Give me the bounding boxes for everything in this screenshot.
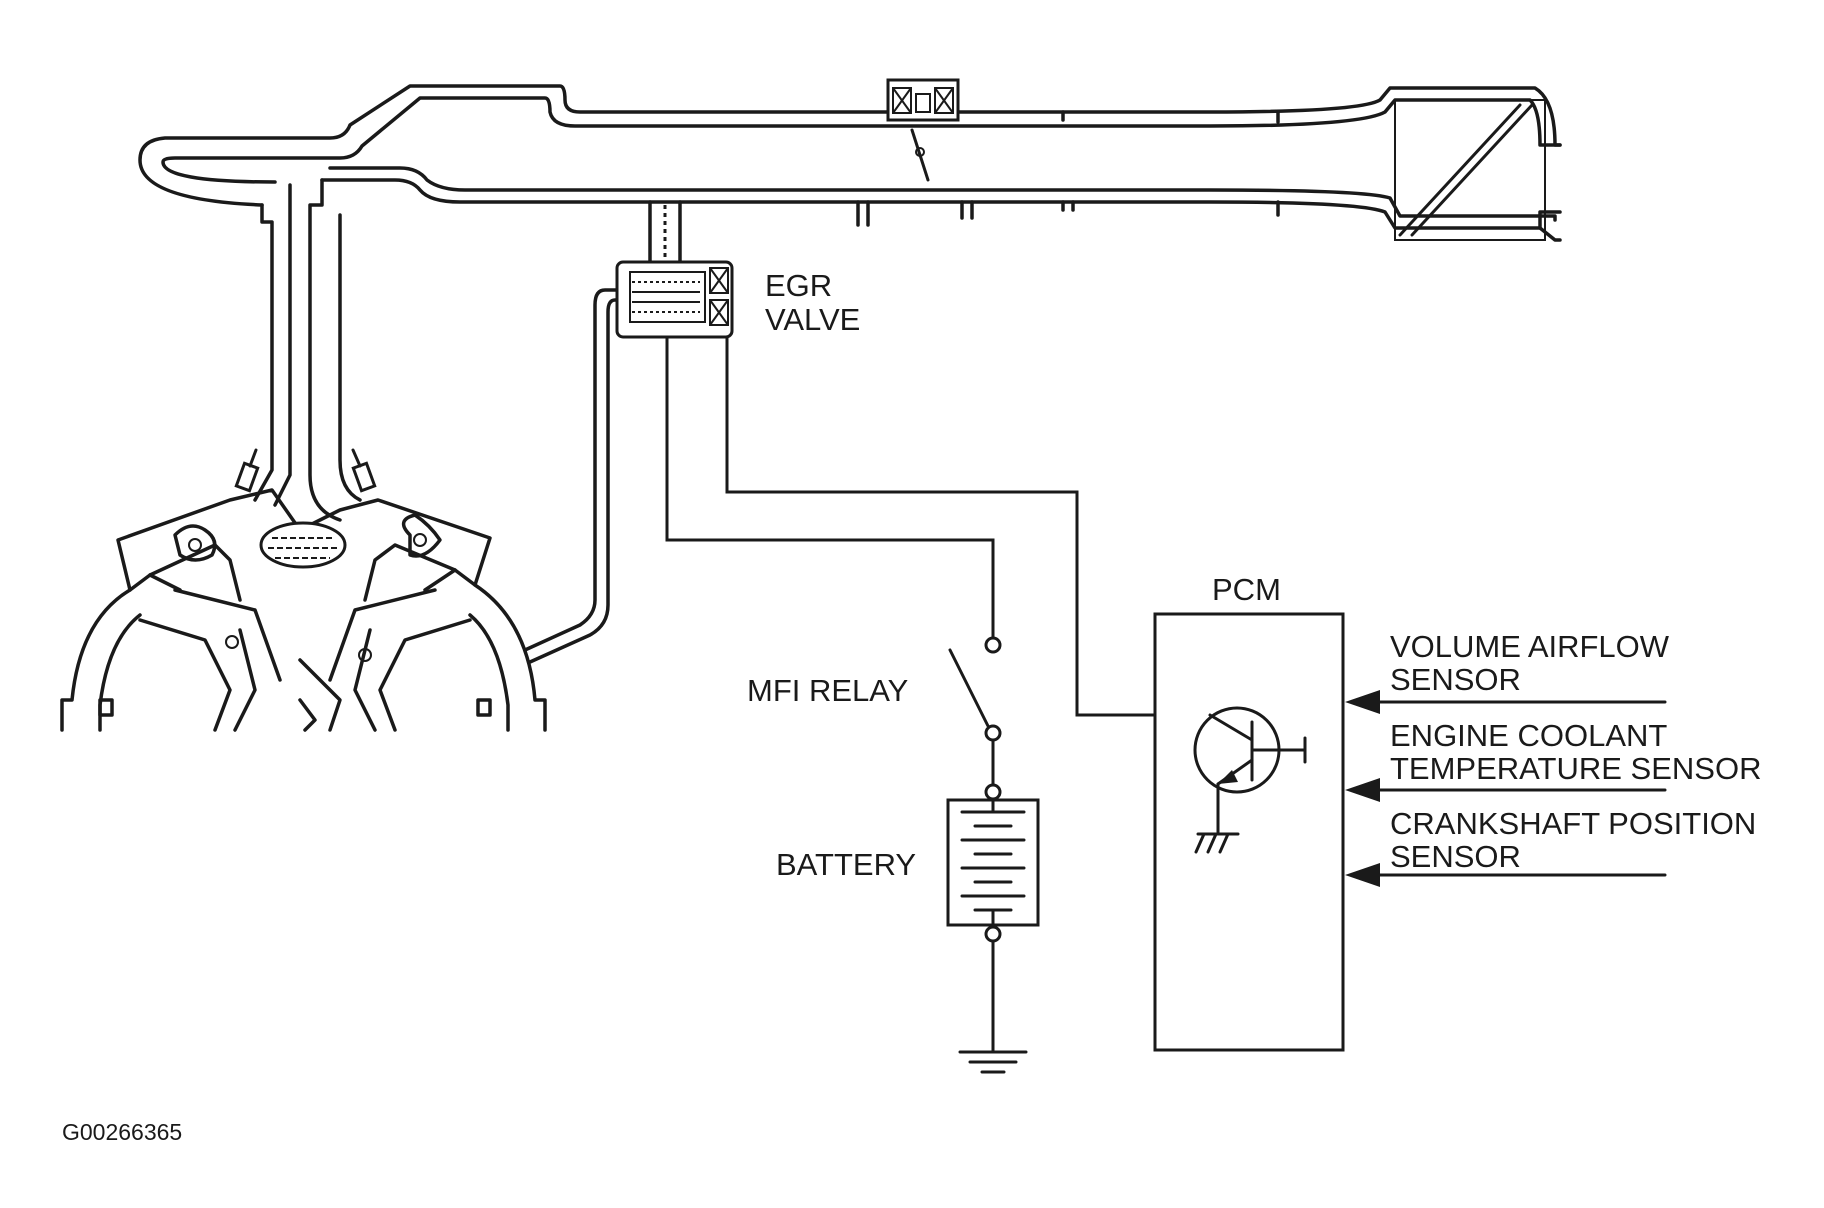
egr-valve-label-1: EGR bbox=[765, 268, 832, 303]
transistor-icon bbox=[1193, 706, 1307, 854]
arrow-left-icon bbox=[1345, 863, 1380, 887]
spark-plug-right-icon bbox=[351, 448, 377, 493]
mfi-relay-label: MFI RELAY bbox=[747, 673, 908, 708]
sensor-coolant-label-2: TEMPERATURE SENSOR bbox=[1390, 751, 1761, 786]
air-cleaner-icon bbox=[1394, 99, 1562, 241]
figure-id: G00266365 bbox=[62, 1119, 182, 1145]
sensor-crank-label-1: CRANKSHAFT POSITION bbox=[1390, 806, 1756, 841]
arrow-left-icon bbox=[1345, 690, 1380, 714]
pcm-label: PCM bbox=[1212, 572, 1281, 607]
battery-label: BATTERY bbox=[776, 847, 916, 882]
sensor-inputs bbox=[1345, 690, 1667, 887]
sensor-airflow-label-2: SENSOR bbox=[1390, 662, 1521, 697]
arrow-left-icon bbox=[1345, 778, 1380, 802]
egr-wiring bbox=[665, 335, 1212, 717]
sensor-coolant-label-1: ENGINE COOLANT bbox=[1390, 718, 1667, 753]
intake-duct bbox=[138, 84, 1562, 522]
v6-engine-cross-section-icon bbox=[60, 448, 547, 732]
solenoid-valve-icon bbox=[615, 260, 734, 339]
sensor-crank-label-2: SENSOR bbox=[1390, 839, 1521, 874]
switch-icon bbox=[948, 636, 1002, 788]
egr-passage bbox=[523, 200, 682, 664]
battery-icon bbox=[946, 783, 1040, 1054]
ground-icon bbox=[958, 1050, 1028, 1074]
sensor-airflow-label-1: VOLUME AIRFLOW bbox=[1390, 629, 1670, 664]
pcm-module bbox=[1153, 612, 1345, 1052]
throttle-plate-icon bbox=[886, 78, 960, 182]
spark-plug-left-icon bbox=[234, 448, 260, 493]
egr-valve-label-2: VALVE bbox=[765, 302, 860, 337]
